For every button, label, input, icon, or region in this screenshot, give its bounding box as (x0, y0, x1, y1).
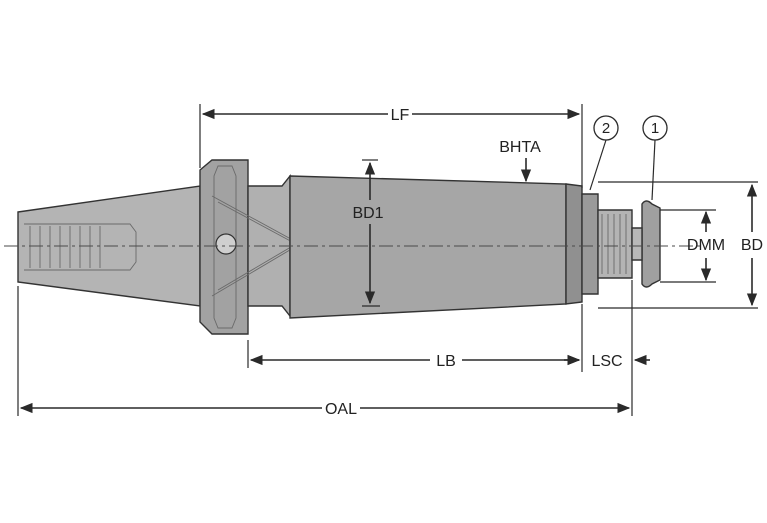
callout-one-label: 1 (651, 120, 659, 137)
bd-label: BD (741, 237, 763, 254)
collar (581, 193, 599, 295)
screw-shank (631, 227, 643, 261)
dimension-lines (19, 108, 758, 414)
arbor (597, 209, 633, 279)
callout-two-label: 2 (602, 120, 610, 137)
main-body (289, 175, 567, 319)
lf-label: LF (391, 107, 410, 124)
lsc-label: LSC (591, 353, 622, 370)
lb-label: LB (436, 353, 456, 370)
arbor-thread (601, 214, 627, 274)
bhta-label: BHTA (499, 139, 541, 156)
callout-one: 1 (642, 115, 668, 201)
shank-thread (29, 226, 101, 268)
extension-lines (17, 104, 758, 416)
screw-head (641, 200, 661, 288)
bd1-label: BD1 (352, 205, 383, 222)
body-edge (565, 183, 583, 305)
oal-label: OAL (325, 401, 357, 418)
shank-bore (24, 223, 137, 271)
dmm-label: DMM (687, 237, 725, 254)
holder-body (4, 159, 700, 335)
drive-slot (215, 233, 237, 255)
callout-two: 2 (589, 115, 619, 191)
